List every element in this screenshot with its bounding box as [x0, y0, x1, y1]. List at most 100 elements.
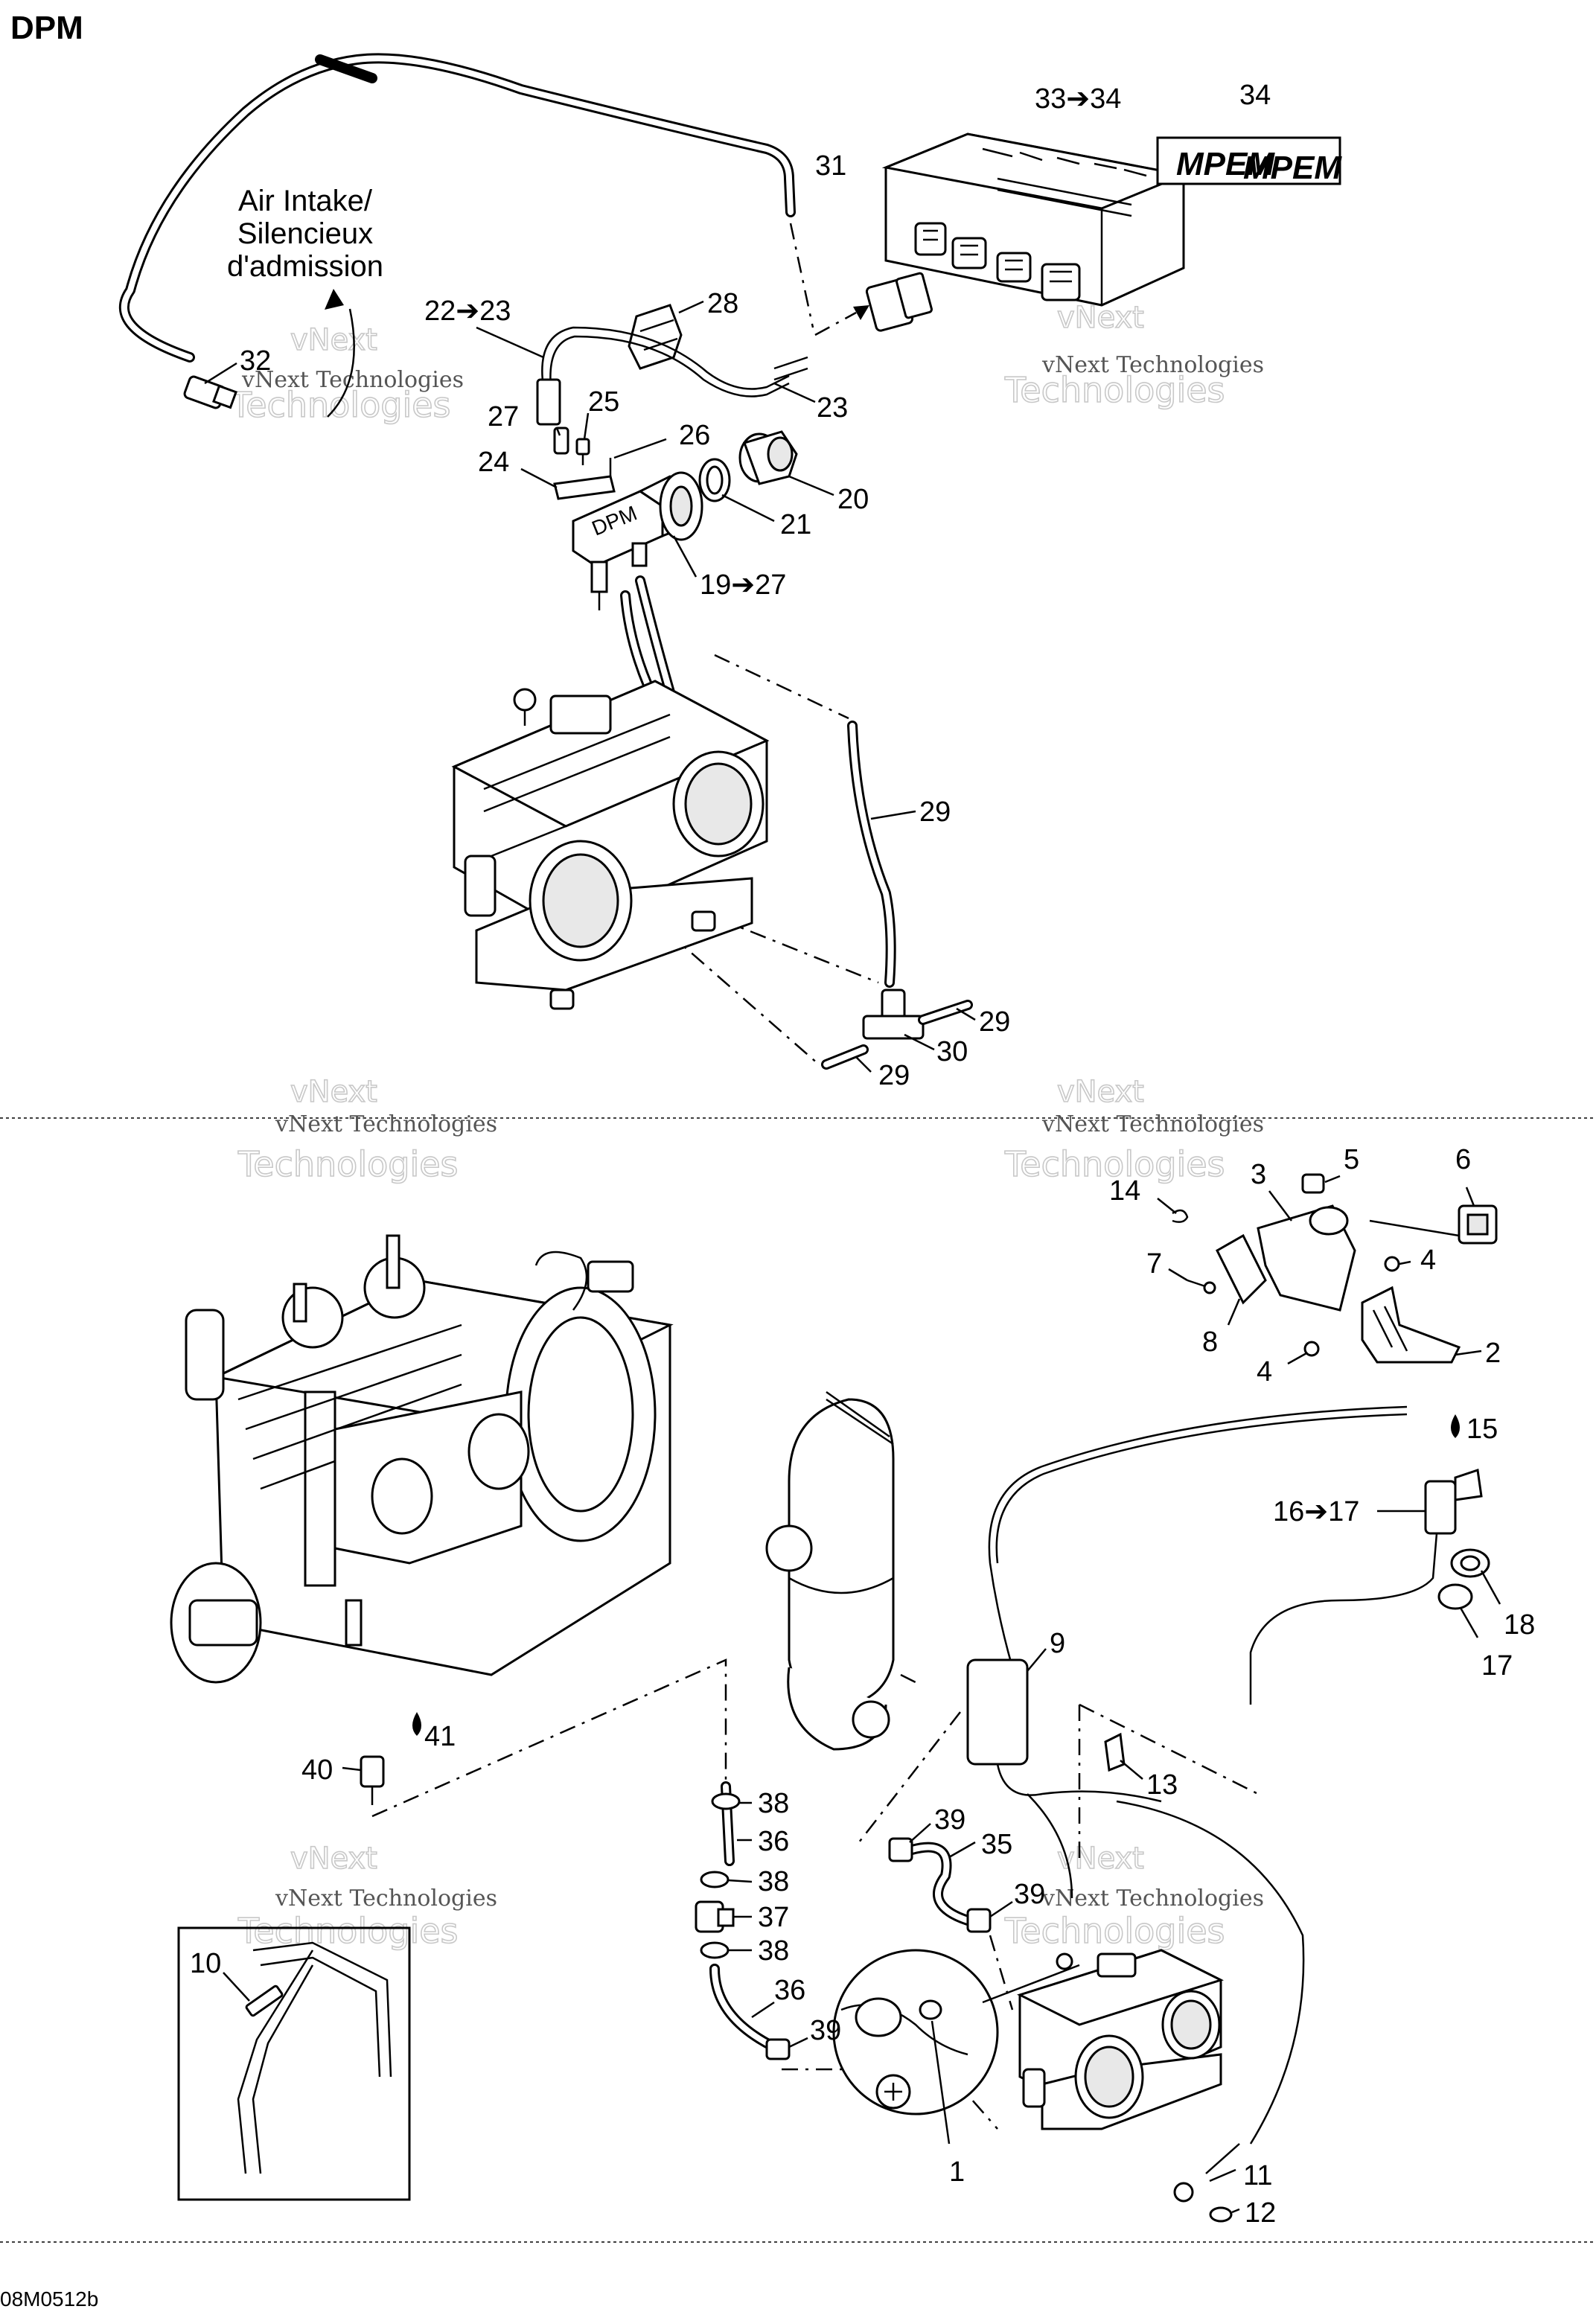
callout-38a: 38: [758, 1788, 789, 1819]
plug-20: [738, 430, 798, 485]
callout-18: 18: [1504, 1609, 1535, 1641]
watermark-tech-outline: Technologies: [1004, 370, 1225, 410]
leader-36b: [751, 2001, 775, 2019]
callout-labels: 34 33➔34 31 28 22➔23 32 23 27 25 26 24 2…: [190, 80, 1535, 2229]
inset-box: [177, 1926, 411, 2201]
callout-5: 5: [1344, 1144, 1359, 1175]
leader-18: [1480, 1570, 1501, 1605]
callout-23: 23: [817, 392, 848, 424]
hose-31: [118, 53, 796, 363]
callout-31: 31: [815, 150, 846, 182]
callout-25: 25: [588, 386, 619, 418]
dash-guide-35: [989, 1935, 1014, 2011]
leader-24: [520, 467, 558, 489]
mpem-module: [881, 132, 1188, 307]
watermark-text: vNext Technologies: [1041, 352, 1264, 378]
leader-12: [1231, 2208, 1240, 2214]
clamp-38b: [700, 1871, 730, 1888]
wire-harness-23: [536, 326, 808, 426]
callout-37: 37: [758, 1902, 789, 1933]
callout-39c: 39: [810, 2015, 841, 2046]
watermark-tech-outline: Technologies: [237, 1911, 459, 1951]
callout-30: 30: [936, 1036, 968, 1067]
dash-31-23: [789, 223, 814, 328]
callout-12: 12: [1245, 2197, 1276, 2229]
watermark-vnext-outline: vNext: [1057, 1842, 1144, 1876]
callout-32: 32: [240, 345, 271, 377]
dash-muffler-hose: [855, 1711, 961, 1847]
svg-text:Air Intake/: Air Intake/: [238, 185, 373, 217]
leader-5: [1324, 1175, 1341, 1184]
watermark-vnext-outline: vNext: [290, 1075, 377, 1109]
cable-to-throttle: [1116, 1800, 1305, 2145]
callout-9: 9: [1050, 1628, 1065, 1659]
callout-27: 27: [488, 401, 519, 432]
clamp-38c: [700, 1941, 730, 1959]
leader-39b: [989, 1900, 1013, 1918]
leader-3: [1268, 1190, 1292, 1222]
clamp-13: [1104, 1732, 1126, 1772]
fitting-32: [183, 375, 237, 409]
connector-6: [1369, 1204, 1498, 1245]
leader-4a: [1399, 1260, 1411, 1265]
callout-40: 40: [301, 1754, 333, 1786]
module-connector: [865, 272, 933, 332]
leader-22-23: [476, 326, 544, 359]
callout-3: 3: [1251, 1159, 1266, 1190]
watermark-vnext-outline: vNext: [290, 323, 377, 357]
spacer-5: [1301, 1173, 1325, 1194]
bolt-25: [575, 438, 590, 465]
callout-19-27: 19➔27: [700, 569, 786, 601]
fitting-39a: [888, 1837, 913, 1862]
leader-11: [1209, 2168, 1236, 2182]
dpm-sensor-19: DPM: [572, 471, 703, 610]
switch-16: [1249, 1469, 1483, 1705]
leader-2: [1455, 1350, 1482, 1356]
valve-37: [695, 1900, 735, 1933]
module-9: [966, 1658, 1162, 1803]
leader-26: [613, 438, 667, 459]
svg-text:MPEM: MPEM: [1176, 146, 1275, 182]
leader-19-27: [672, 535, 698, 578]
svg-text:Silencieux: Silencieux: [237, 217, 373, 250]
engine-block: [170, 1234, 674, 1684]
cable-15: [988, 1405, 1408, 1668]
clamp-38a: [711, 1792, 741, 1810]
drop-icon-15: [1451, 1414, 1460, 1438]
throttle-housing-3: [1257, 1204, 1356, 1312]
callout-15: 15: [1466, 1414, 1498, 1445]
callout-11: 11: [1243, 2160, 1272, 2191]
callout-22-23: 22➔23: [424, 296, 511, 327]
nut-4b: [1303, 1341, 1320, 1357]
watermark-tech-outline: Technologies: [237, 1144, 459, 1184]
callout-36a: 36: [758, 1826, 789, 1857]
callout-28: 28: [707, 288, 738, 319]
bracket-24: [553, 475, 616, 500]
svg-text:MPEM: MPEM: [1243, 150, 1342, 186]
dash-guide-40: [371, 1658, 727, 1818]
leader-29c: [855, 1056, 872, 1073]
nut-12: [1209, 2206, 1233, 2223]
leader-25: [583, 412, 590, 440]
leader-32: [204, 362, 237, 385]
callout-29c: 29: [878, 1060, 910, 1091]
watermark-tech-outline: Technologies: [230, 385, 451, 425]
plate-8: [1216, 1233, 1267, 1305]
leader-20: [788, 475, 834, 496]
leader-21: [721, 494, 775, 523]
throttle-body-top: [451, 680, 770, 1010]
callout-36b: 36: [774, 1975, 805, 2006]
leader-40: [342, 1766, 362, 1772]
leader-29b: [956, 1007, 976, 1021]
mpem-label-34: MPEM MPEM: [1156, 136, 1342, 186]
clip-14: [1172, 1209, 1189, 1223]
callout-17: 17: [1481, 1650, 1513, 1682]
callout-20: 20: [837, 484, 869, 515]
lever-2: [1361, 1286, 1461, 1364]
leader-17: [1459, 1607, 1479, 1638]
nut-4a: [1384, 1256, 1400, 1272]
connector-arrow: [814, 311, 857, 336]
bolt-27: [553, 427, 569, 455]
fitting-40: [360, 1755, 385, 1805]
